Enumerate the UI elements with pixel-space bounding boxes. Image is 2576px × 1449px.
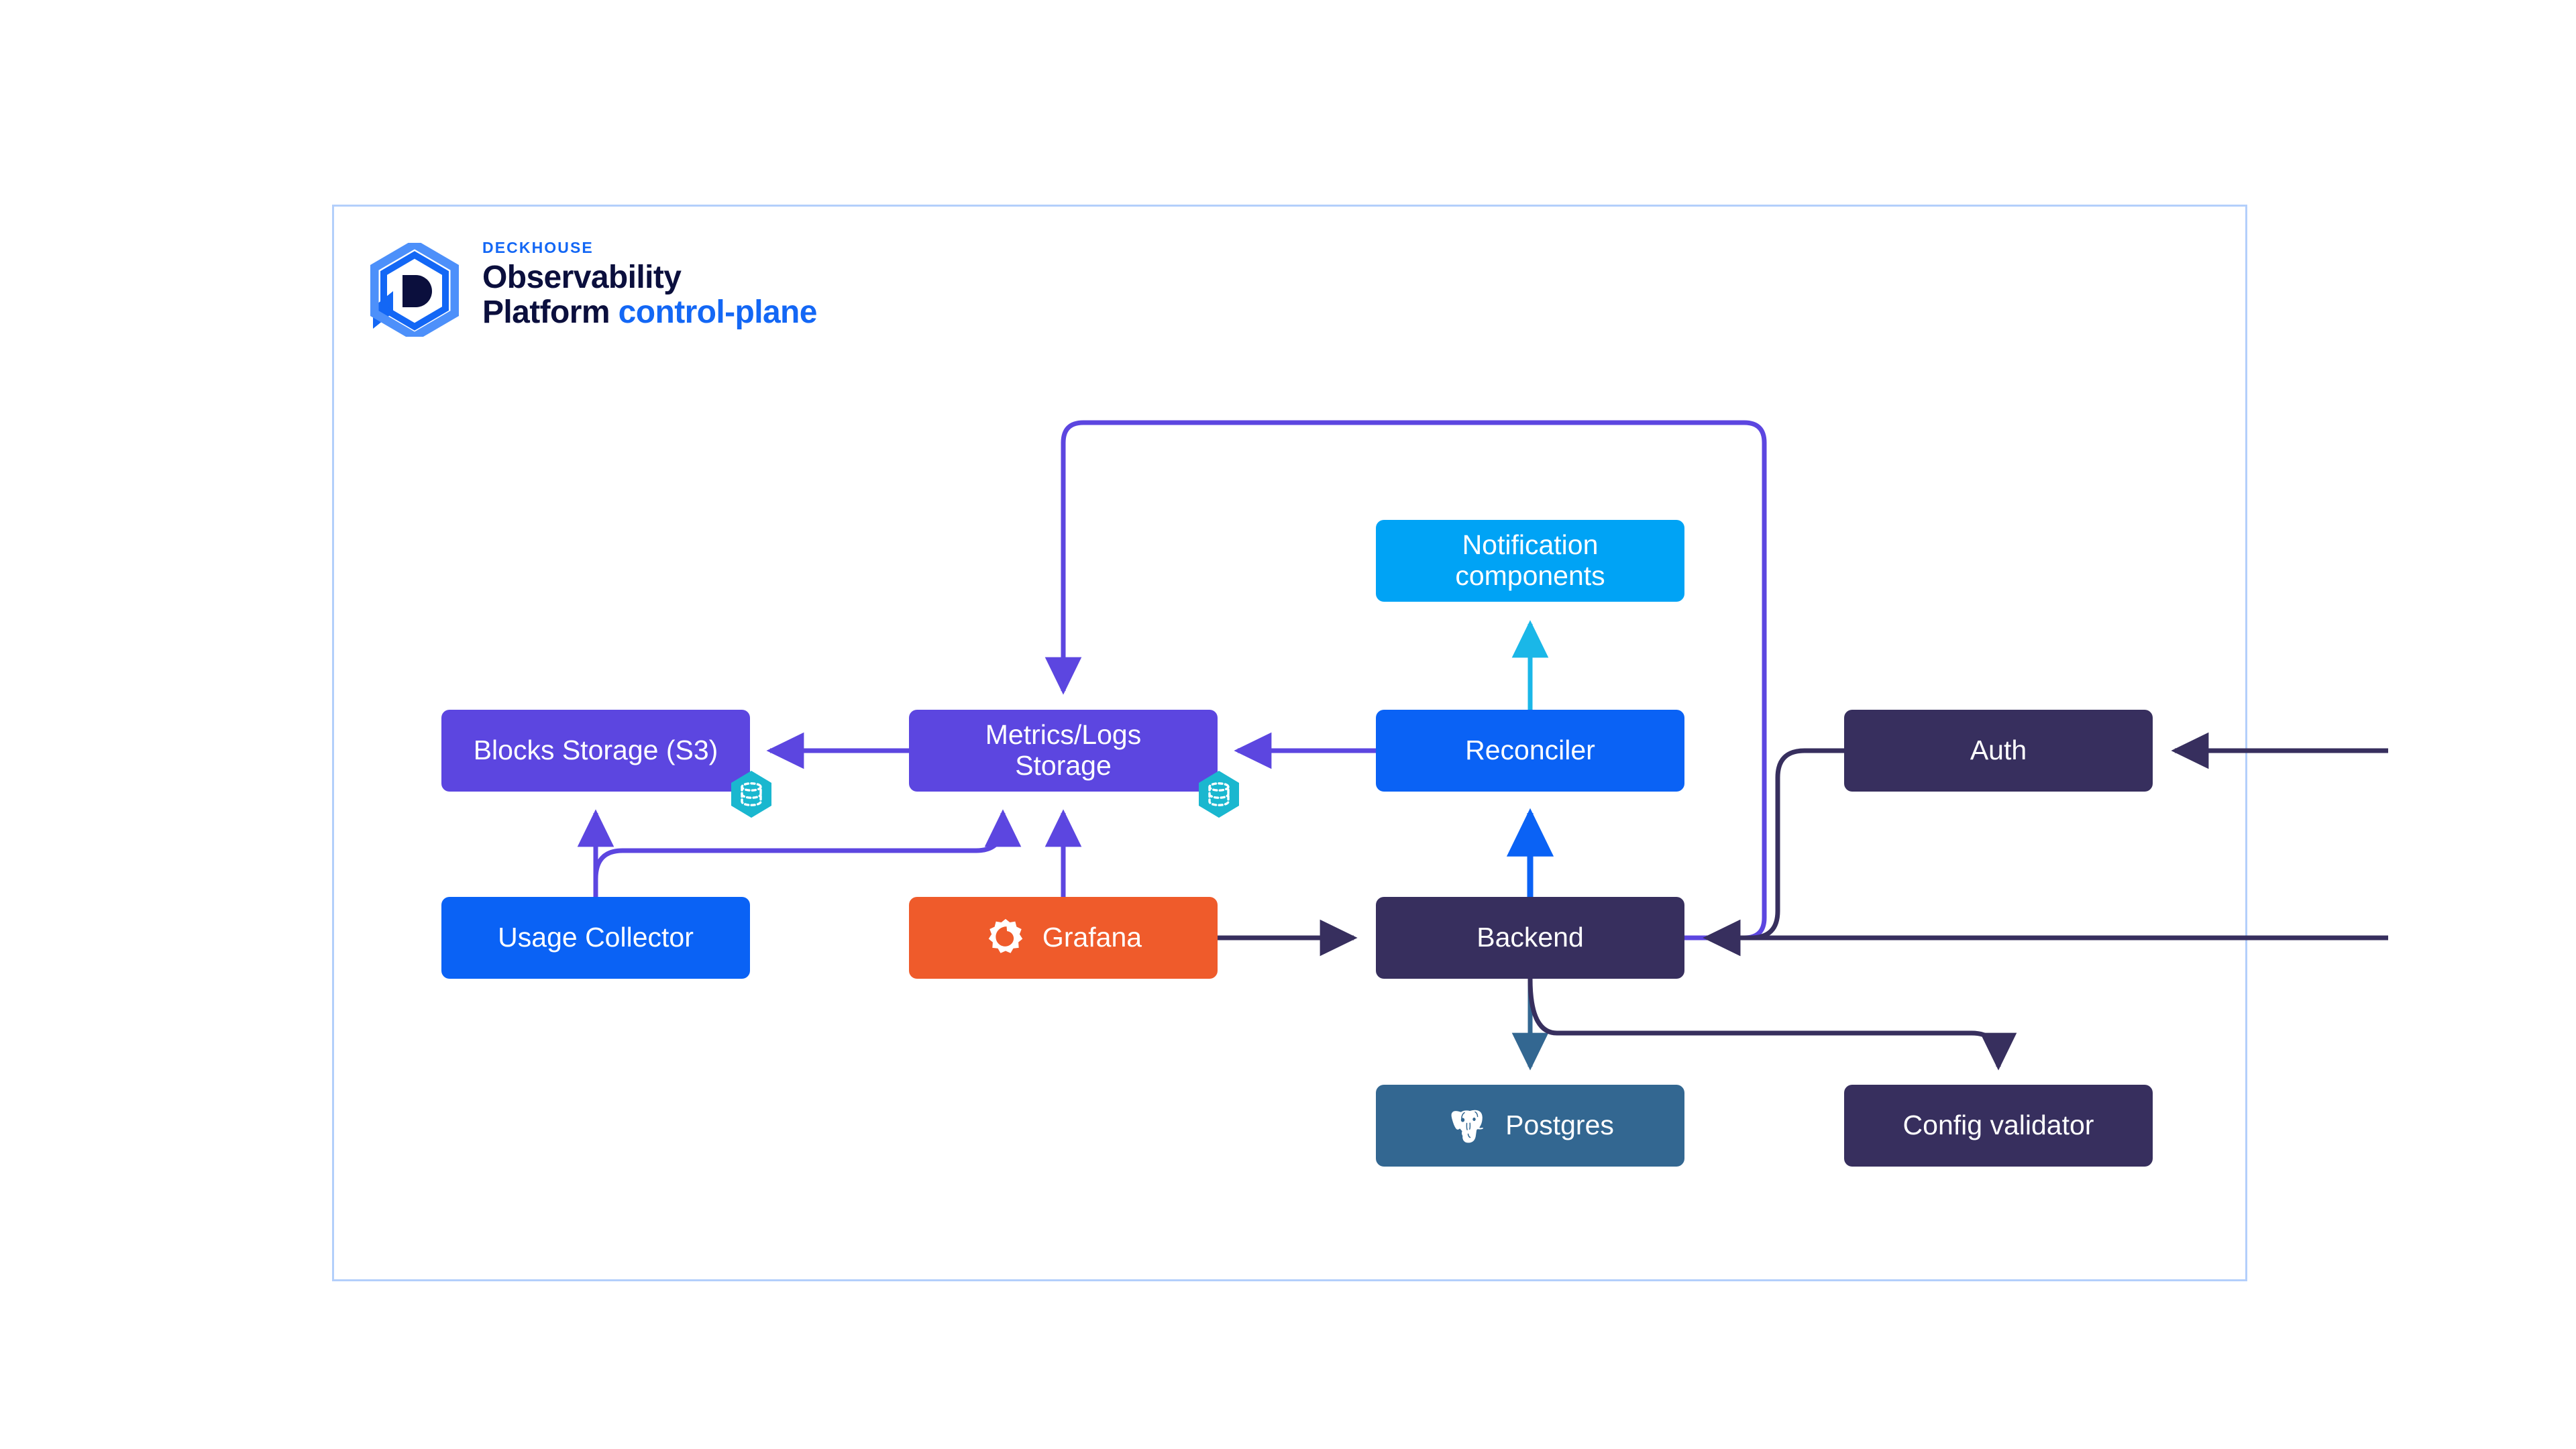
node-grafana[interactable]: Grafana [909, 897, 1218, 979]
postgres-elephant-icon [1450, 1109, 1485, 1144]
node-label: Grafana [1042, 922, 1142, 953]
node-backend[interactable]: Backend [1376, 897, 1684, 979]
logo-title: Observability Platform control-plane [482, 260, 817, 330]
deckhouse-hexagon-logo-icon [370, 243, 459, 337]
node-label: Postgres [1505, 1110, 1614, 1141]
node-label: Config validator [1902, 1110, 2094, 1141]
grafana-logo-icon [988, 918, 1023, 953]
node-notification-components[interactable]: Notification components [1376, 520, 1684, 602]
node-metrics-logs-storage[interactable]: Metrics/Logs Storage [909, 710, 1218, 792]
node-auth[interactable]: Auth [1844, 710, 2153, 792]
edge-backend-to-metrics-loop [1044, 420, 1767, 941]
logo-line2: Platform [482, 294, 610, 330]
node-label: Metrics/Logs Storage [985, 719, 1142, 781]
node-label: Usage Collector [498, 922, 694, 953]
node-config-validator[interactable]: Config validator [1844, 1085, 2153, 1167]
node-postgres[interactable]: Postgres [1376, 1085, 1684, 1167]
node-label: Reconciler [1465, 735, 1595, 766]
logo-highlight: control-plane [618, 294, 818, 330]
node-usage-collector[interactable]: Usage Collector [441, 897, 750, 979]
edge-auth-to-backend [1703, 748, 1844, 957]
node-blocks-storage[interactable]: Blocks Storage (S3) [441, 710, 750, 792]
edge-usage-to-metrics [593, 809, 1022, 879]
logo-line1: Observability [482, 260, 682, 295]
node-label: Notification components [1455, 529, 1605, 591]
node-label: Auth [1970, 735, 2027, 766]
edge-backend-to-config [1527, 978, 2017, 1071]
node-label: Backend [1477, 922, 1584, 953]
deckhouse-logo: DECKHOUSE Observability Platform control… [370, 239, 880, 343]
node-label: Blocks Storage (S3) [473, 735, 718, 766]
control-plane-boundary [332, 205, 2247, 1281]
node-reconciler[interactable]: Reconciler [1376, 710, 1684, 792]
logo-kicker: DECKHOUSE [482, 239, 594, 256]
